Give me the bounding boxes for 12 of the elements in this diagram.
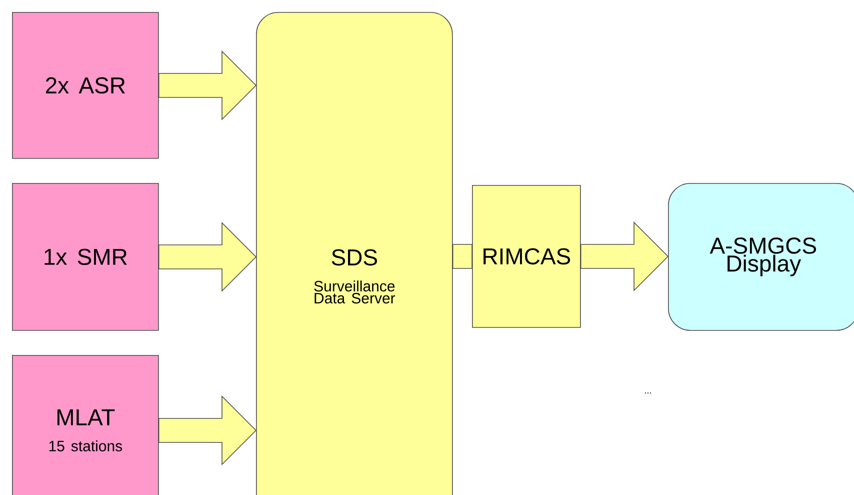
block-arrow [452, 244, 472, 269]
server-box: SDS Surveillance Data Server [256, 12, 453, 495]
ellipsis-text: ... [645, 392, 651, 394]
block-arrow [158, 222, 257, 292]
block-arrow [158, 50, 257, 120]
block-arrow [580, 221, 669, 292]
display-box: A-SMGCS Display [668, 183, 854, 331]
source-box: 1x SMR [12, 183, 159, 331]
processor-box: RIMCAS [472, 185, 581, 328]
source-box: 2x ASR [12, 12, 159, 159]
source-box: MLAT 15 stations [12, 355, 159, 495]
block-arrow [158, 395, 257, 466]
